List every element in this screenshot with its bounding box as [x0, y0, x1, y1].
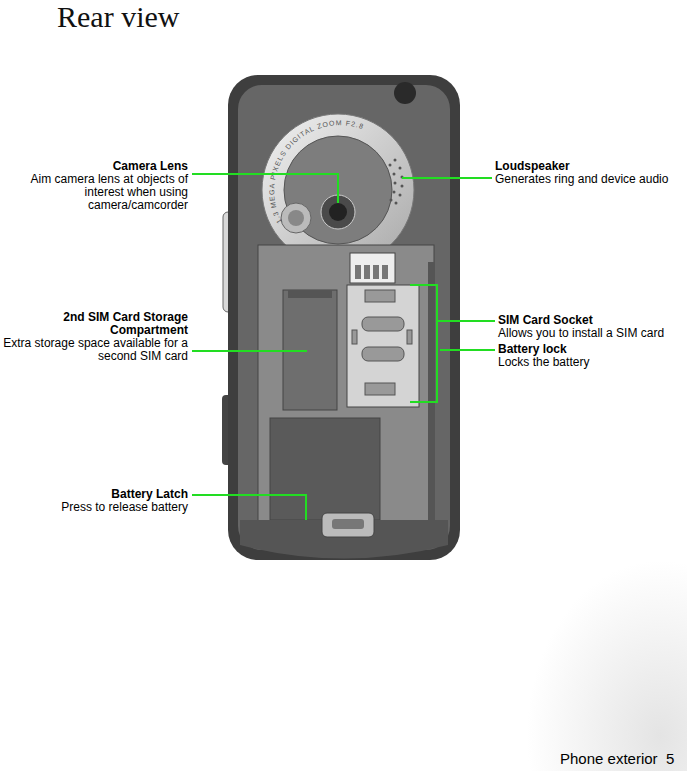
- part-name: Battery lock: [498, 343, 683, 356]
- part-name: Battery Latch: [2, 488, 188, 501]
- speaker-grille: [389, 159, 404, 205]
- part-description: Press to release battery: [2, 501, 188, 514]
- battery-connector: [355, 265, 388, 279]
- lens-spec-text: 1.3 MEGA PIXELS DIGITAL ZOOM F2.8: [268, 119, 365, 225]
- battery-bay: [270, 418, 380, 520]
- background-swirl: [420, 420, 687, 771]
- battery-latch: [332, 519, 364, 529]
- battery-connector: [350, 253, 395, 283]
- part-name: 2nd SIM Card Storage Compartment: [2, 311, 188, 337]
- flash: [281, 203, 311, 233]
- leader-line: [192, 174, 495, 520]
- page-footer: Phone exterior 5: [560, 750, 674, 768]
- part-description: Extra storage space available for a seco…: [2, 337, 188, 363]
- battery-latch: [322, 513, 374, 537]
- part-description: Aim camera lens at objects of interest w…: [2, 173, 188, 212]
- page-title: Rear view: [57, 0, 179, 34]
- battery-lock-rail: [428, 262, 434, 532]
- lens: [329, 203, 347, 221]
- sim-storage-slot: [288, 290, 332, 298]
- sim-card-socket: [347, 285, 419, 407]
- battery-cover-edge: [240, 520, 448, 559]
- part-description: Allows you to install a SIM card: [498, 327, 683, 340]
- svg-text:1.3 MEGA PIXELS DIGITAL ZOOM F: 1.3 MEGA PIXELS DIGITAL ZOOM F2.8: [268, 119, 365, 225]
- back-panel: [238, 85, 450, 550]
- part-name: Camera Lens: [2, 160, 188, 173]
- part-description: Generates ring and device audio: [495, 173, 683, 186]
- phone-body: [228, 75, 460, 560]
- strap-hole: [394, 82, 416, 104]
- battery-compartment: [258, 245, 434, 537]
- part-name: Loudspeaker: [495, 160, 683, 173]
- flash: [288, 210, 304, 226]
- sim-contacts: [352, 290, 412, 395]
- part-description: Locks the battery: [498, 356, 683, 369]
- part-name: SIM Card Socket: [498, 314, 683, 327]
